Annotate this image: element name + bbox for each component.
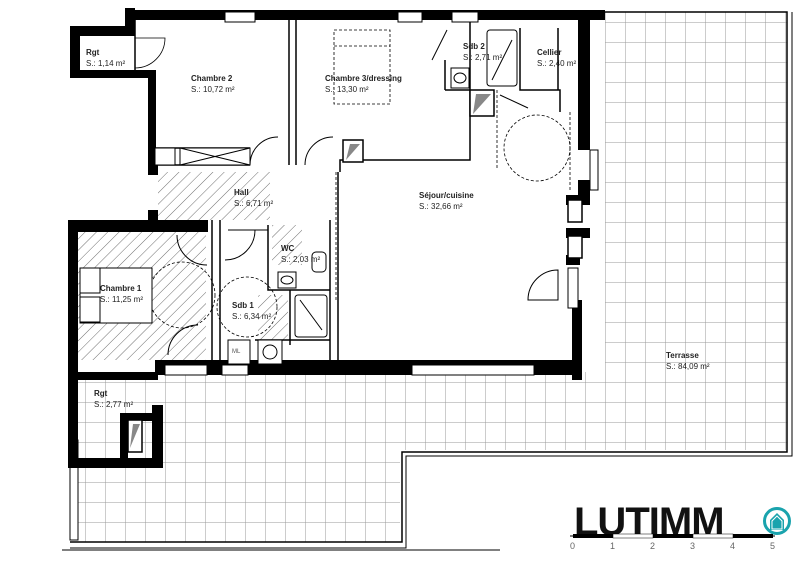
scale-tick: 5: [770, 541, 776, 551]
scale-bar: 0 1 2 3 4 5: [570, 531, 780, 555]
room-label-sdb-1: Sdb 1 S.: 6,34 m²: [232, 301, 272, 321]
room-label-cellier: Cellier S.: 2,40 m²: [537, 48, 577, 68]
bed-chambre-1: [79, 267, 153, 324]
room-label-hall: Hall S.: 6,71 m²: [234, 188, 274, 208]
windows: [164, 11, 599, 376]
scale-tick: 2: [650, 541, 656, 551]
room-label-wc: WC S.: 2,03 m²: [281, 244, 321, 264]
scale-tick: 4: [730, 541, 736, 551]
room-label-sdb-2: Sdb 2 S.: 2,71 m²: [463, 42, 503, 62]
house-icon: [763, 507, 791, 535]
room-label-chambre-1: Chambre 1 S.: 11,25 m²: [100, 284, 143, 304]
furniture-dashed: [148, 29, 571, 338]
room-label-terrasse: Terrasse S.: 84,09 m²: [666, 351, 710, 371]
room-label-rgt-top: Rgt S.: 1,14 m²: [86, 48, 126, 68]
room-label-sejour: Séjour/cuisine S.: 32,66 m²: [419, 191, 474, 211]
ml-label: ML: [232, 349, 241, 355]
scale-tick: 1: [610, 541, 616, 551]
scale-tick: 0: [570, 541, 576, 551]
room-label-chambre-2: Chambre 2 S.: 10,72 m²: [191, 74, 235, 94]
room-label-chambre-3: Chambre 3/dressing S.: 13,30 m²: [325, 74, 402, 94]
scale-tick: 3: [690, 541, 696, 551]
bathroom-fixtures: [154, 29, 518, 365]
room-label-rgt-bottom: Rgt S.: 2,77 m²: [94, 389, 134, 409]
ducts: [127, 89, 583, 453]
terrace: [62, 11, 793, 551]
